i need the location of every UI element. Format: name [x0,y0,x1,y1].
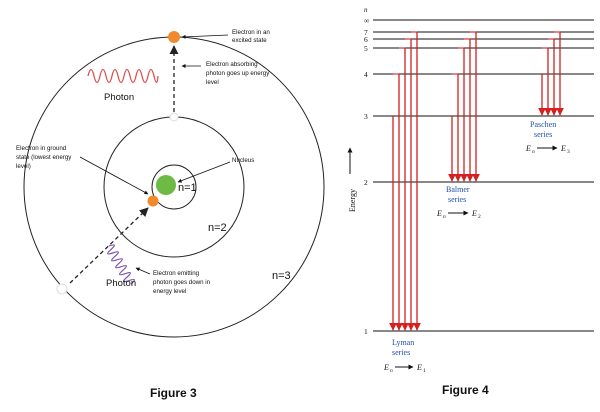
formula-balmer-to-sub: 2 [478,214,481,220]
formula-lyman-from-sub: n [390,368,393,374]
label-ground-state: Electron in ground state (lowest energy … [16,145,73,170]
series-name-lyman: Lyman [392,338,414,347]
pointer-ground [79,156,149,195]
energy-level-label: 3 [364,112,368,121]
transition-arrows [389,31,564,331]
absorbed-photon-wave [87,68,159,84]
formula-lyman-from: E [383,363,389,372]
series-name-paschen: Paschen [530,120,556,129]
energy-level-label: 1 [364,327,368,336]
series-label-balmer: Balmer series E n E 2 [436,185,481,220]
series-word-lyman: series [392,348,410,357]
emitted-photon-wave [107,244,135,285]
label-n2: n=2 [208,222,227,234]
energy-level-label: 6 [364,35,368,44]
electron-ghost-n3 [56,283,68,295]
formula-paschen-to: E [560,144,566,153]
pointer-excited [181,34,229,39]
energy-level-label: 4 [364,70,368,79]
label-electron-emitting: Electron emitting photon goes down in en… [153,270,212,295]
formula-balmer-to: E [471,209,477,218]
label-excited-state: Electron in an excited state [232,29,272,44]
figure-4-caption: Figure 4 [442,383,489,397]
formula-balmer-from: E [436,209,442,218]
electron-excited [168,31,180,43]
pointer-nucleus [177,161,231,183]
label-photon-emitted: Photon [106,278,136,289]
level-n-symbol: n [364,6,368,14]
figure-4-energy-levels: n 1 2 3 4 567 ∞ Energy Lyman series E n E 1 B… [347,6,594,397]
series-word-paschen: series [534,130,552,139]
formula-paschen-from: E [525,144,531,153]
energy-level-label: ∞ [364,16,369,25]
formula-lyman-to-sub: 1 [423,368,426,374]
figure-3-caption: Figure 3 [150,386,197,400]
pointer-emitting [135,267,151,275]
orbit-n1 [151,164,197,210]
series-name-balmer: Balmer [446,185,470,194]
figure-3-bohr-model: Electron in an excited state Electron ab… [16,29,325,400]
formula-balmer: E n E 2 [436,209,481,220]
formula-lyman-to: E [416,363,422,372]
series-label-lyman: Lyman series E n E 1 [383,338,426,374]
nucleus [156,175,176,195]
electron-ghost-n2 [169,112,179,122]
label-n3: n=3 [272,270,291,282]
label-nucleus: Nucleus [232,157,254,164]
label-electron-absorbing: Electron absorbing photon goes up energy… [206,61,271,86]
formula-paschen-from-sub: n [532,149,535,155]
energy-levels: 1 2 3 4 567 ∞ [364,16,594,336]
energy-level-label: 2 [364,178,368,187]
series-label-paschen: Paschen series E n E 3 [525,120,570,155]
formula-balmer-from-sub: n [443,214,446,220]
energy-level-label: 5 [364,44,368,53]
formula-lyman: E n E 1 [383,363,426,374]
formula-paschen: E n E 3 [525,144,570,155]
label-photon-absorbed: Photon [104,92,134,103]
label-n1: n=1 [178,182,197,194]
energy-level-label: 7 [364,28,368,37]
formula-paschen-to-sub: 3 [567,149,570,155]
electron-ground [147,195,159,207]
energy-axis-label: Energy [348,189,357,212]
series-word-balmer: series [448,195,466,204]
